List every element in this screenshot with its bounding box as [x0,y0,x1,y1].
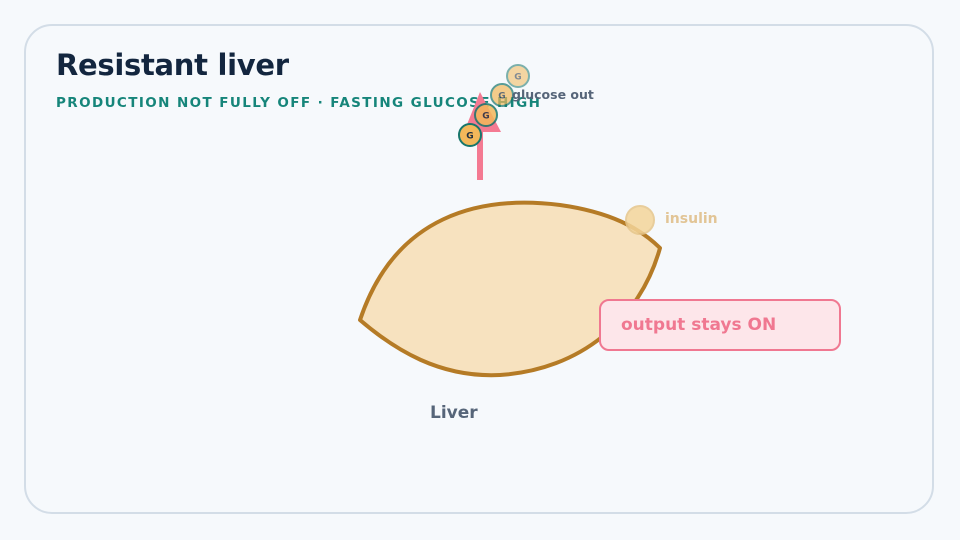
output-callout: output stays ON [599,299,841,351]
svg-text:G: G [514,73,521,83]
insulin-molecule [625,205,655,235]
svg-text:G: G [498,92,505,102]
glucose-molecule: G [458,123,482,147]
svg-text:G: G [482,112,489,122]
insulin-label: insulin [665,211,718,227]
diagram-subtitle: PRODUCTION NOT FULLY OFF · FASTING GLUCO… [56,95,542,111]
liver-shape [358,200,662,378]
glucose-molecule: G [490,83,514,107]
svg-text:G: G [466,132,473,142]
glucose-out-label: glucose out [512,87,594,102]
liver-label: Liver [430,403,478,423]
diagram-title: Resistant liver [56,48,289,82]
glucose-molecule: G [474,103,498,127]
glucose-molecule: G [506,64,530,88]
